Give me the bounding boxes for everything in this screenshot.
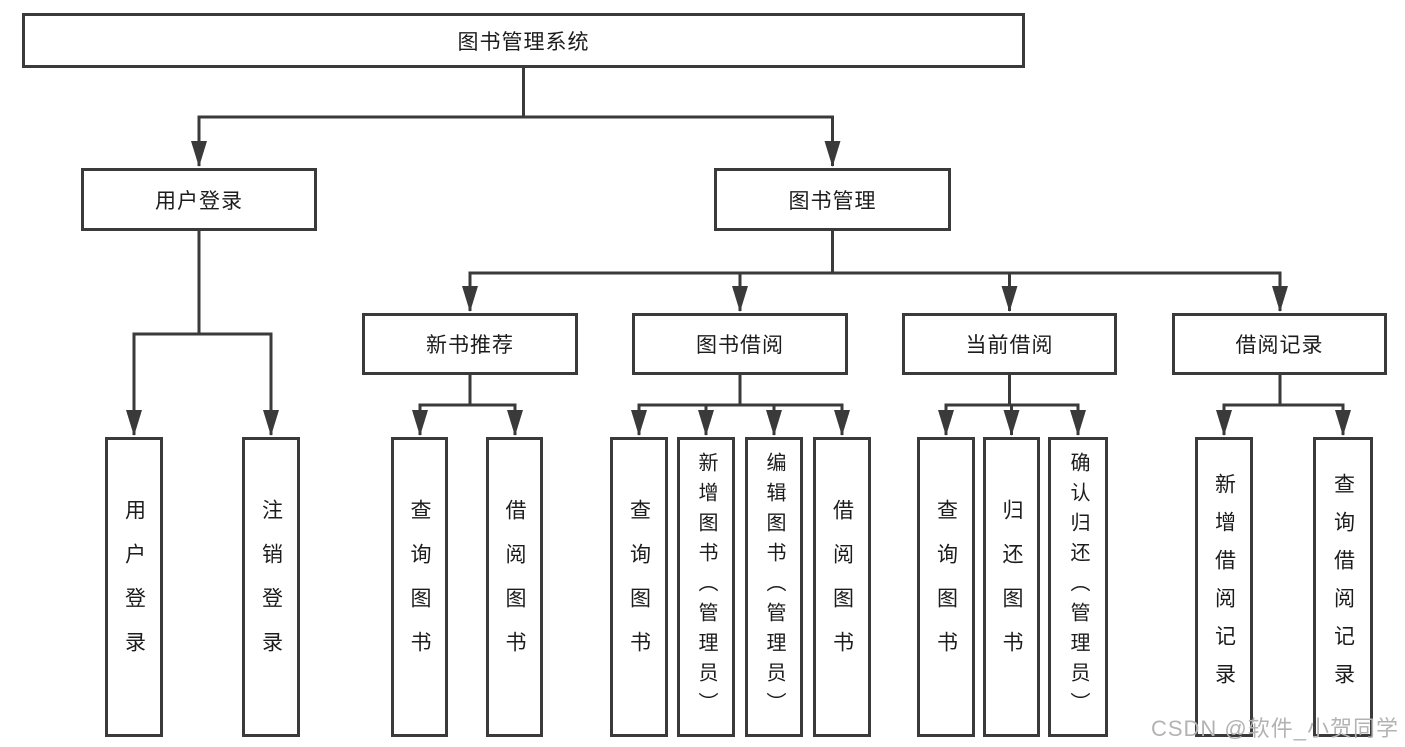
leaf-borrowing-edit-book-admin: 编辑图书（管理员） <box>745 437 803 737</box>
leaf-borrowing-borrow-book: 借阅图书 <box>813 437 871 737</box>
node-new-book-recommend: 新书推荐 <box>362 313 578 375</box>
leaf-user-login: 用户登录 <box>105 437 163 737</box>
leaf-logout: 注销登录 <box>242 437 300 737</box>
watermark: CSDN @软件_小贺同学 <box>1150 716 1399 741</box>
node-book-management: 图书管理 <box>714 168 951 231</box>
leaf-borrowing-add-book-admin: 新增图书（管理员） <box>677 437 735 737</box>
leaf-current-return-book: 归还图书 <box>983 437 1040 737</box>
node-user-login: 用户登录 <box>81 168 317 231</box>
leaf-current-query-book: 查询图书 <box>917 437 975 737</box>
leaf-query-borrow-record: 查询借阅记录 <box>1313 437 1373 737</box>
leaf-current-confirm-return-admin: 确认归还（管理员） <box>1048 437 1108 737</box>
leaf-add-borrow-record: 新增借阅记录 <box>1195 437 1253 737</box>
leaf-recommend-borrow-book: 借阅图书 <box>486 437 543 737</box>
leaf-borrowing-query-book: 查询图书 <box>610 437 668 737</box>
node-borrowing-records: 借阅记录 <box>1172 313 1387 375</box>
node-current-borrowing: 当前借阅 <box>902 313 1117 375</box>
leaf-recommend-query-book: 查询图书 <box>391 437 448 737</box>
node-book-borrowing: 图书借阅 <box>632 313 848 375</box>
node-root: 图书管理系统 <box>22 13 1025 68</box>
